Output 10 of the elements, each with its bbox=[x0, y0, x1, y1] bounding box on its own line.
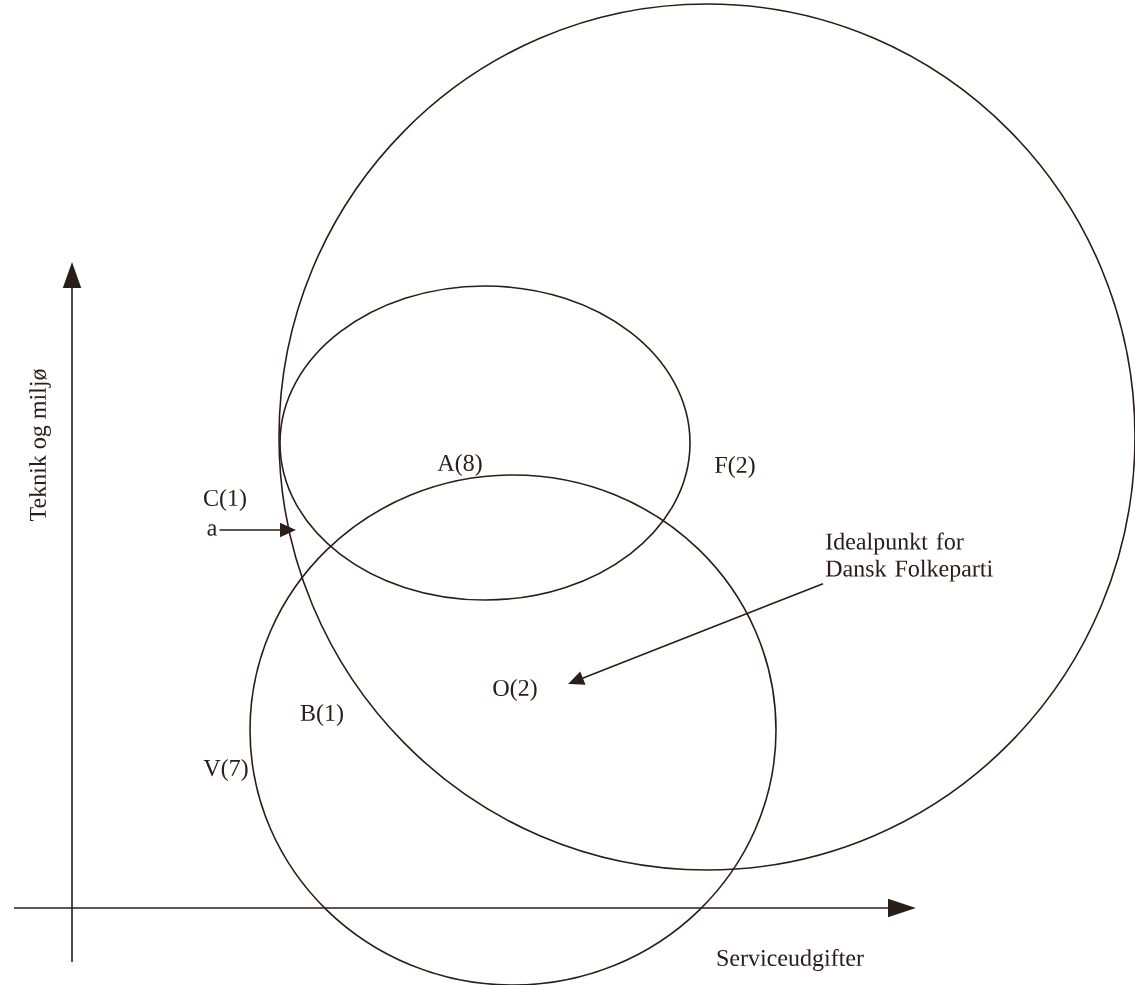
text-label: O(2) bbox=[493, 679, 537, 701]
text-label: F(2) bbox=[715, 456, 755, 478]
text-label: Teknik og miljø bbox=[29, 369, 51, 522]
text-label: Idealpunkt for Dansk Folkeparti bbox=[825, 532, 993, 582]
text-label: V(7) bbox=[203, 759, 248, 781]
text-label: C(1) bbox=[204, 489, 246, 511]
text-label: Serviceudgifter bbox=[717, 948, 864, 972]
text-label: a bbox=[207, 524, 217, 536]
text-label: A(8) bbox=[437, 454, 482, 476]
text-label: B(1) bbox=[300, 704, 343, 726]
